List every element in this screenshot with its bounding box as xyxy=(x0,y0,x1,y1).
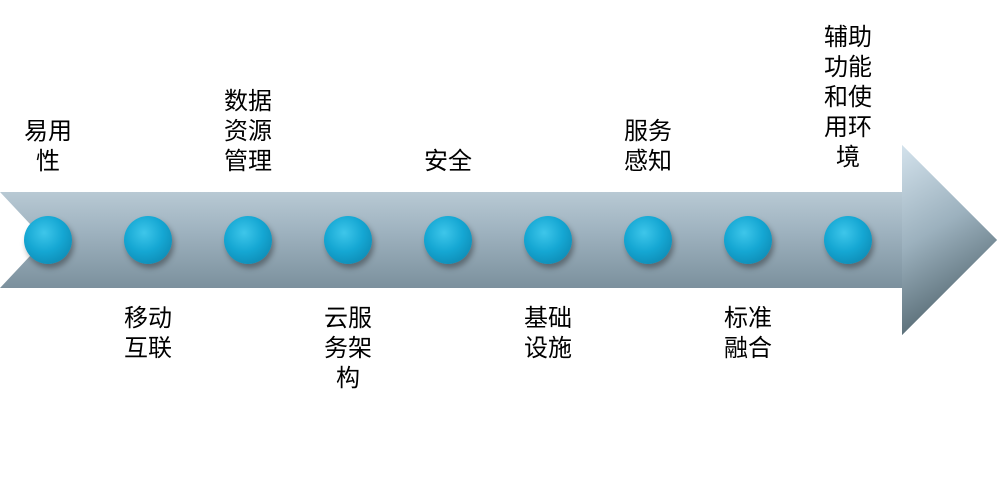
stage-label-2: 移动 互联 xyxy=(124,304,172,362)
stage-label-6: 基础 设施 xyxy=(524,304,572,362)
stage-node-4 xyxy=(324,216,372,264)
stage-node-5 xyxy=(424,216,472,264)
arrow-body xyxy=(0,145,997,335)
stage-label-5: 安全 xyxy=(424,147,472,175)
stage-node-2 xyxy=(124,216,172,264)
stage-node-9 xyxy=(824,216,872,264)
stage-label-9: 辅助 功能 和使 用环 境 xyxy=(824,23,872,171)
stage-label-1: 易用 性 xyxy=(24,117,72,175)
stage-node-1 xyxy=(24,216,72,264)
arrow-head xyxy=(902,145,997,335)
stage-node-8 xyxy=(724,216,772,264)
stage-label-7: 服务 感知 xyxy=(624,117,672,175)
stage-node-6 xyxy=(524,216,572,264)
stage-label-8: 标准 融合 xyxy=(724,304,772,362)
stage-label-3: 数据 资源 管理 xyxy=(224,87,272,175)
stage-node-3 xyxy=(224,216,272,264)
stage-label-4: 云服 务架 构 xyxy=(324,304,372,392)
stage-node-7 xyxy=(624,216,672,264)
